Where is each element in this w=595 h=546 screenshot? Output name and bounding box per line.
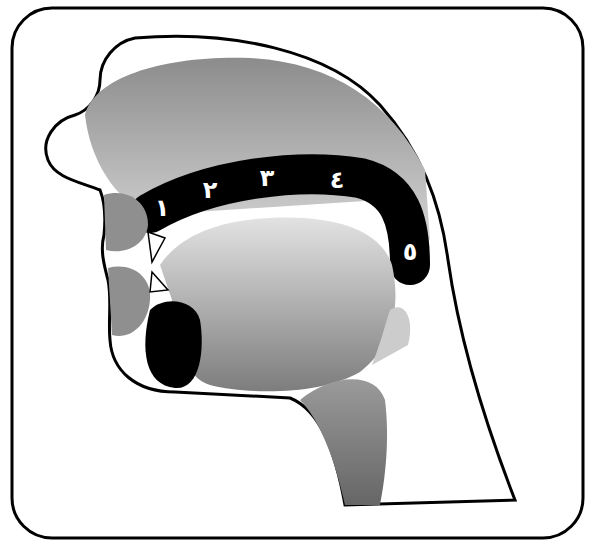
- epiglottis: [372, 307, 410, 365]
- callout-number: ٤: [330, 168, 345, 192]
- mouth-floor: [145, 301, 201, 388]
- lower-tooth: [150, 272, 168, 292]
- callout-number: ٥: [403, 240, 418, 264]
- lower-lip: [108, 267, 150, 336]
- callout-number: ١: [155, 196, 170, 220]
- head-outline: [46, 36, 515, 505]
- upper-lip: [104, 193, 148, 251]
- frame: [12, 8, 583, 538]
- larynx: [300, 379, 387, 505]
- callout-number: ٢: [203, 178, 218, 202]
- callout-number: ٣: [260, 166, 275, 190]
- upper-tooth: [148, 232, 165, 262]
